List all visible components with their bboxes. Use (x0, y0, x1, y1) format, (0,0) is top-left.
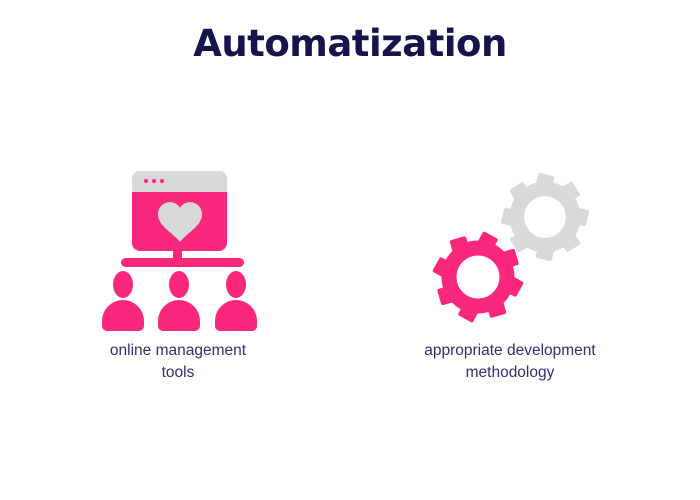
page-title: Automatization (193, 22, 507, 65)
org-connector-bar (121, 258, 244, 267)
browser-window-icon (132, 171, 227, 251)
gears-icon (410, 150, 610, 340)
management-window-users-icon (100, 170, 260, 332)
window-header (132, 171, 227, 192)
gear-gray-icon (500, 172, 590, 262)
caption-appropriate-development-methodology: appropriate development methodology (424, 342, 596, 381)
heart-icon (157, 201, 202, 242)
org-connector-stem (173, 250, 182, 264)
gear-pink-icon (432, 231, 524, 323)
user-icon (157, 271, 201, 332)
gears-svg (432, 172, 590, 323)
user-icon (101, 271, 145, 332)
user-icon (214, 271, 258, 332)
window-body (132, 192, 227, 251)
caption-online-management-tools: online management tools (109, 342, 247, 381)
window-dots-icon (144, 179, 164, 183)
